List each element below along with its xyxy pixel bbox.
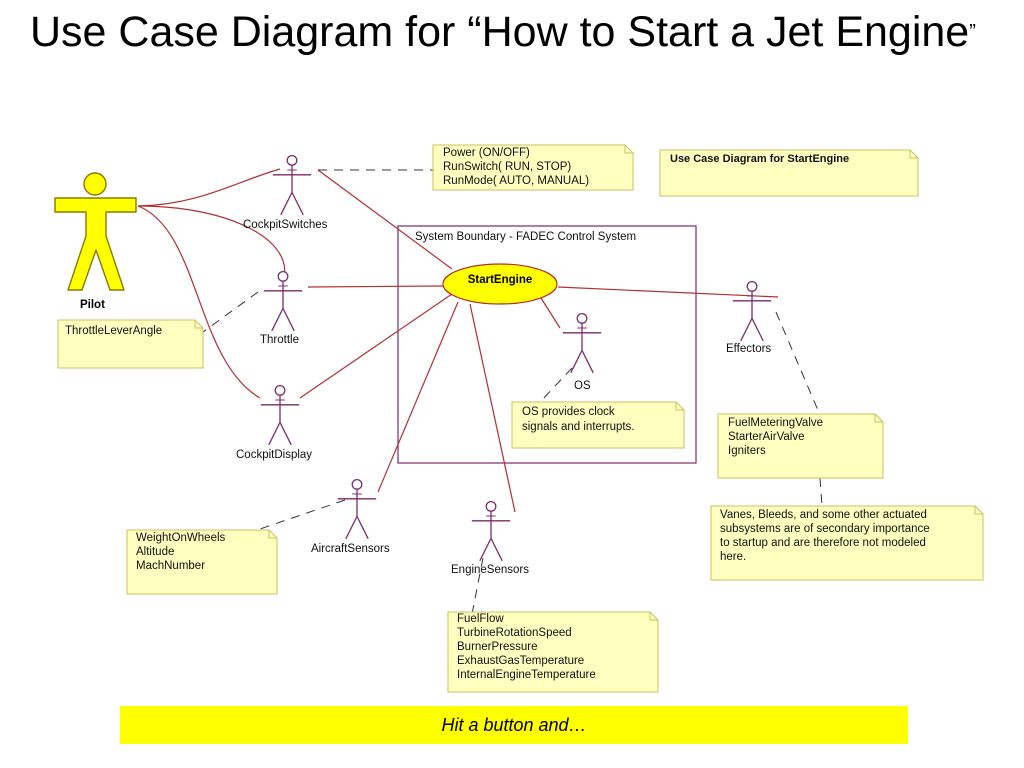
actor-engine-sensors-label: EngineSensors [451,564,529,576]
cockpit-switches-actor-icon [272,154,312,216]
system-boundary-label: System Boundary - FADEC Control System [415,231,636,243]
os-actor-icon [562,312,602,374]
note-effectors: FuelMeteringValve StarterAirValve Ignite… [717,413,884,479]
note-switch-modes: Power (ON/OFF) RunSwitch( RUN, STOP) Run… [432,144,634,191]
note-throttle: ThrottleLeverAngle [57,319,204,369]
note-secondary-line-4: here. [720,551,746,563]
actor-cockpit-switches-label: CockpitSwitches [243,219,328,231]
cockpit-display-actor-icon [260,384,300,446]
actor-pilot: Pilot [54,172,137,311]
note-engine-sensors-line-2: TurbineRotationSpeed [457,627,572,639]
effectors-actor-icon [732,280,772,342]
connector-effectors-note [775,311,821,416]
note-engine-sensors-line-4: ExhaustGasTemperature [457,655,584,667]
use-case-startengine-label: StartEngine [468,274,533,286]
use-case-startengine [442,263,558,305]
note-aircraft-sensors-line-3: MachNumber [136,560,205,572]
footer-banner: Hit a button and… [120,706,908,744]
pilot-body-icon [54,197,137,291]
actor-throttle-label: Throttle [260,334,299,346]
note-diagram-title: Use Case Diagram for StartEngine [659,149,919,197]
actor-engine-sensors: EngineSensors [451,500,529,576]
footer-text: Hit a button and… [441,714,587,735]
actor-effectors-label: Effectors [726,343,771,355]
actor-aircraft-sensors-label: AircraftSensors [311,543,390,555]
note-switch-modes-line-2: RunSwitch( RUN, STOP) [443,161,571,173]
assoc-os-startengine [540,297,561,329]
assoc-startengine-effectors [557,286,779,298]
connector-secondary-note [819,477,823,507]
slide-title-text: Use Case Diagram for “How to Start a Jet… [30,8,970,56]
note-switch-modes-line-3: RunMode( AUTO, MANUAL) [443,175,589,187]
note-engine-sensors-line-5: InternalEngineTemperature [457,669,596,681]
throttle-actor-icon [263,270,303,332]
note-os-line-2: signals and interrupts. [522,421,635,433]
note-engine-sensors-line-3: BurnerPressure [457,641,538,653]
actor-aircraft-sensors: AircraftSensors [311,478,390,555]
assoc-pilot-cockpitdisplay [137,205,261,399]
pilot-head-icon [83,172,107,196]
assoc-throttle-startengine [307,285,444,288]
note-effectors-line-1: FuelMeteringValve [728,417,823,429]
note-secondary-line-1: Vanes, Bleeds, and some other actuated [720,509,927,521]
connector-throttle-note [202,291,259,333]
note-secondary-line-2: subsystems are of secondary importance [720,523,930,535]
association-lines [137,168,779,513]
actor-throttle: Throttle [260,270,303,346]
note-engine-sensors-line-1: FuelFlow [457,613,504,625]
system-boundary [397,225,697,464]
note-effectors-line-2: StarterAirValve [728,431,804,443]
aircraft-sensors-actor-icon [337,478,377,540]
note-aircraft-sensors: WeightOnWheels Altitude MachNumber [126,529,278,595]
note-os: OS provides clock signals and interrupts… [511,401,685,449]
slide-title-closing-quote: ” [969,21,976,43]
note-os-line-1: OS provides clock [522,406,615,418]
note-effectors-line-3: Igniters [728,445,766,457]
note-diagram-title-line-1: Use Case Diagram for StartEngine [670,153,849,165]
note-throttle-line-1: ThrottleLeverAngle [65,325,162,337]
note-connector-lines [202,169,823,615]
actor-cockpit-display-label: CockpitDisplay [236,449,312,461]
assoc-enginesensors-startengine [469,303,516,513]
engine-sensors-actor-icon [471,500,511,562]
assoc-cockpitdisplay-startengine [299,293,453,399]
note-aircraft-sensors-line-1: WeightOnWheels [136,532,226,544]
assoc-cockpitswitches-startengine [317,169,453,270]
assoc-pilot-throttle [137,205,286,278]
slide-title: Use Case Diagram for “How to Start a Jet… [30,6,990,58]
note-secondary-subsystems: Vanes, Bleeds, and some other actuated s… [710,505,984,581]
connector-os-note [539,367,573,403]
note-secondary-line-3: to startup and are therefore not modeled [720,537,926,549]
note-aircraft-sensors-line-2: Altitude [136,546,174,558]
note-switch-modes-line-1: Power (ON/OFF) [443,147,530,159]
assoc-aircraftsensors-startengine [377,301,459,493]
actor-os: OS [562,312,602,392]
assoc-pilot-cockpitswitches [137,168,281,207]
connector-aircraftsensors-note [256,499,346,531]
note-engine-sensors: FuelFlow TurbineRotationSpeed BurnerPres… [447,611,659,693]
actor-cockpit-display: CockpitDisplay [236,384,312,461]
actor-pilot-label: Pilot [80,299,105,311]
actor-cockpit-switches: CockpitSwitches [243,154,328,231]
actor-effectors: Effectors [726,280,772,355]
actor-os-label: OS [574,380,591,392]
